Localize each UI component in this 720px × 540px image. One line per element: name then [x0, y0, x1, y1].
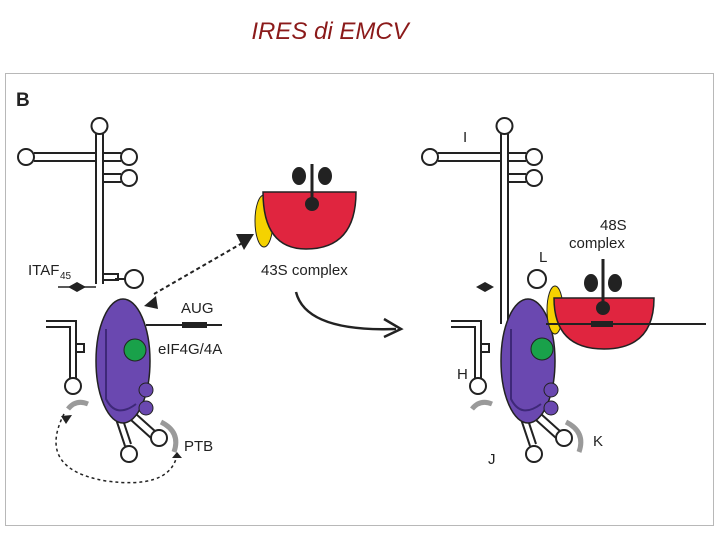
eif-label: eIF4G/4A: [158, 341, 222, 358]
ptb-left-upper: [66, 399, 89, 411]
eif4a-left: [123, 338, 147, 362]
domain-j-label: J: [488, 451, 496, 468]
ribosome-48s: [546, 259, 706, 350]
eif4g-left: [95, 298, 154, 424]
itaf45-marker-right: [476, 282, 494, 292]
right-ires-rna: [421, 117, 573, 463]
recruitment-arrow: [153, 241, 245, 295]
domain-l-label: L: [539, 249, 547, 266]
transition-arrow: [294, 291, 397, 331]
complex-48s-line2: complex: [569, 235, 625, 252]
ptb-left-lower: [159, 419, 179, 453]
ptb-right-upper: [470, 399, 493, 411]
complex-43s-label: 43S complex: [261, 262, 348, 279]
domain-i-label: I: [463, 129, 467, 146]
eif4a-right: [530, 337, 554, 361]
domain-h-label: H: [457, 366, 468, 383]
ptb-label: PTB: [184, 438, 213, 455]
eif4g-right: [500, 298, 559, 424]
complex-48s-line1: 48S: [600, 217, 627, 234]
itaf-label: ITAF: [28, 262, 59, 279]
ribosome-43s: [254, 164, 357, 250]
itaf-subscript: 45: [60, 271, 72, 282]
slide-title: IRES di EMCV: [251, 18, 409, 45]
domain-k-label: K: [593, 433, 603, 450]
ires-diagram: B: [5, 73, 714, 526]
aug-label: AUG: [181, 300, 214, 317]
left-ires-rna: [17, 117, 168, 463]
ptb-right-lower: [564, 419, 584, 453]
panel-letter: B: [16, 90, 30, 111]
ptb-interaction-arrow: [55, 413, 177, 484]
